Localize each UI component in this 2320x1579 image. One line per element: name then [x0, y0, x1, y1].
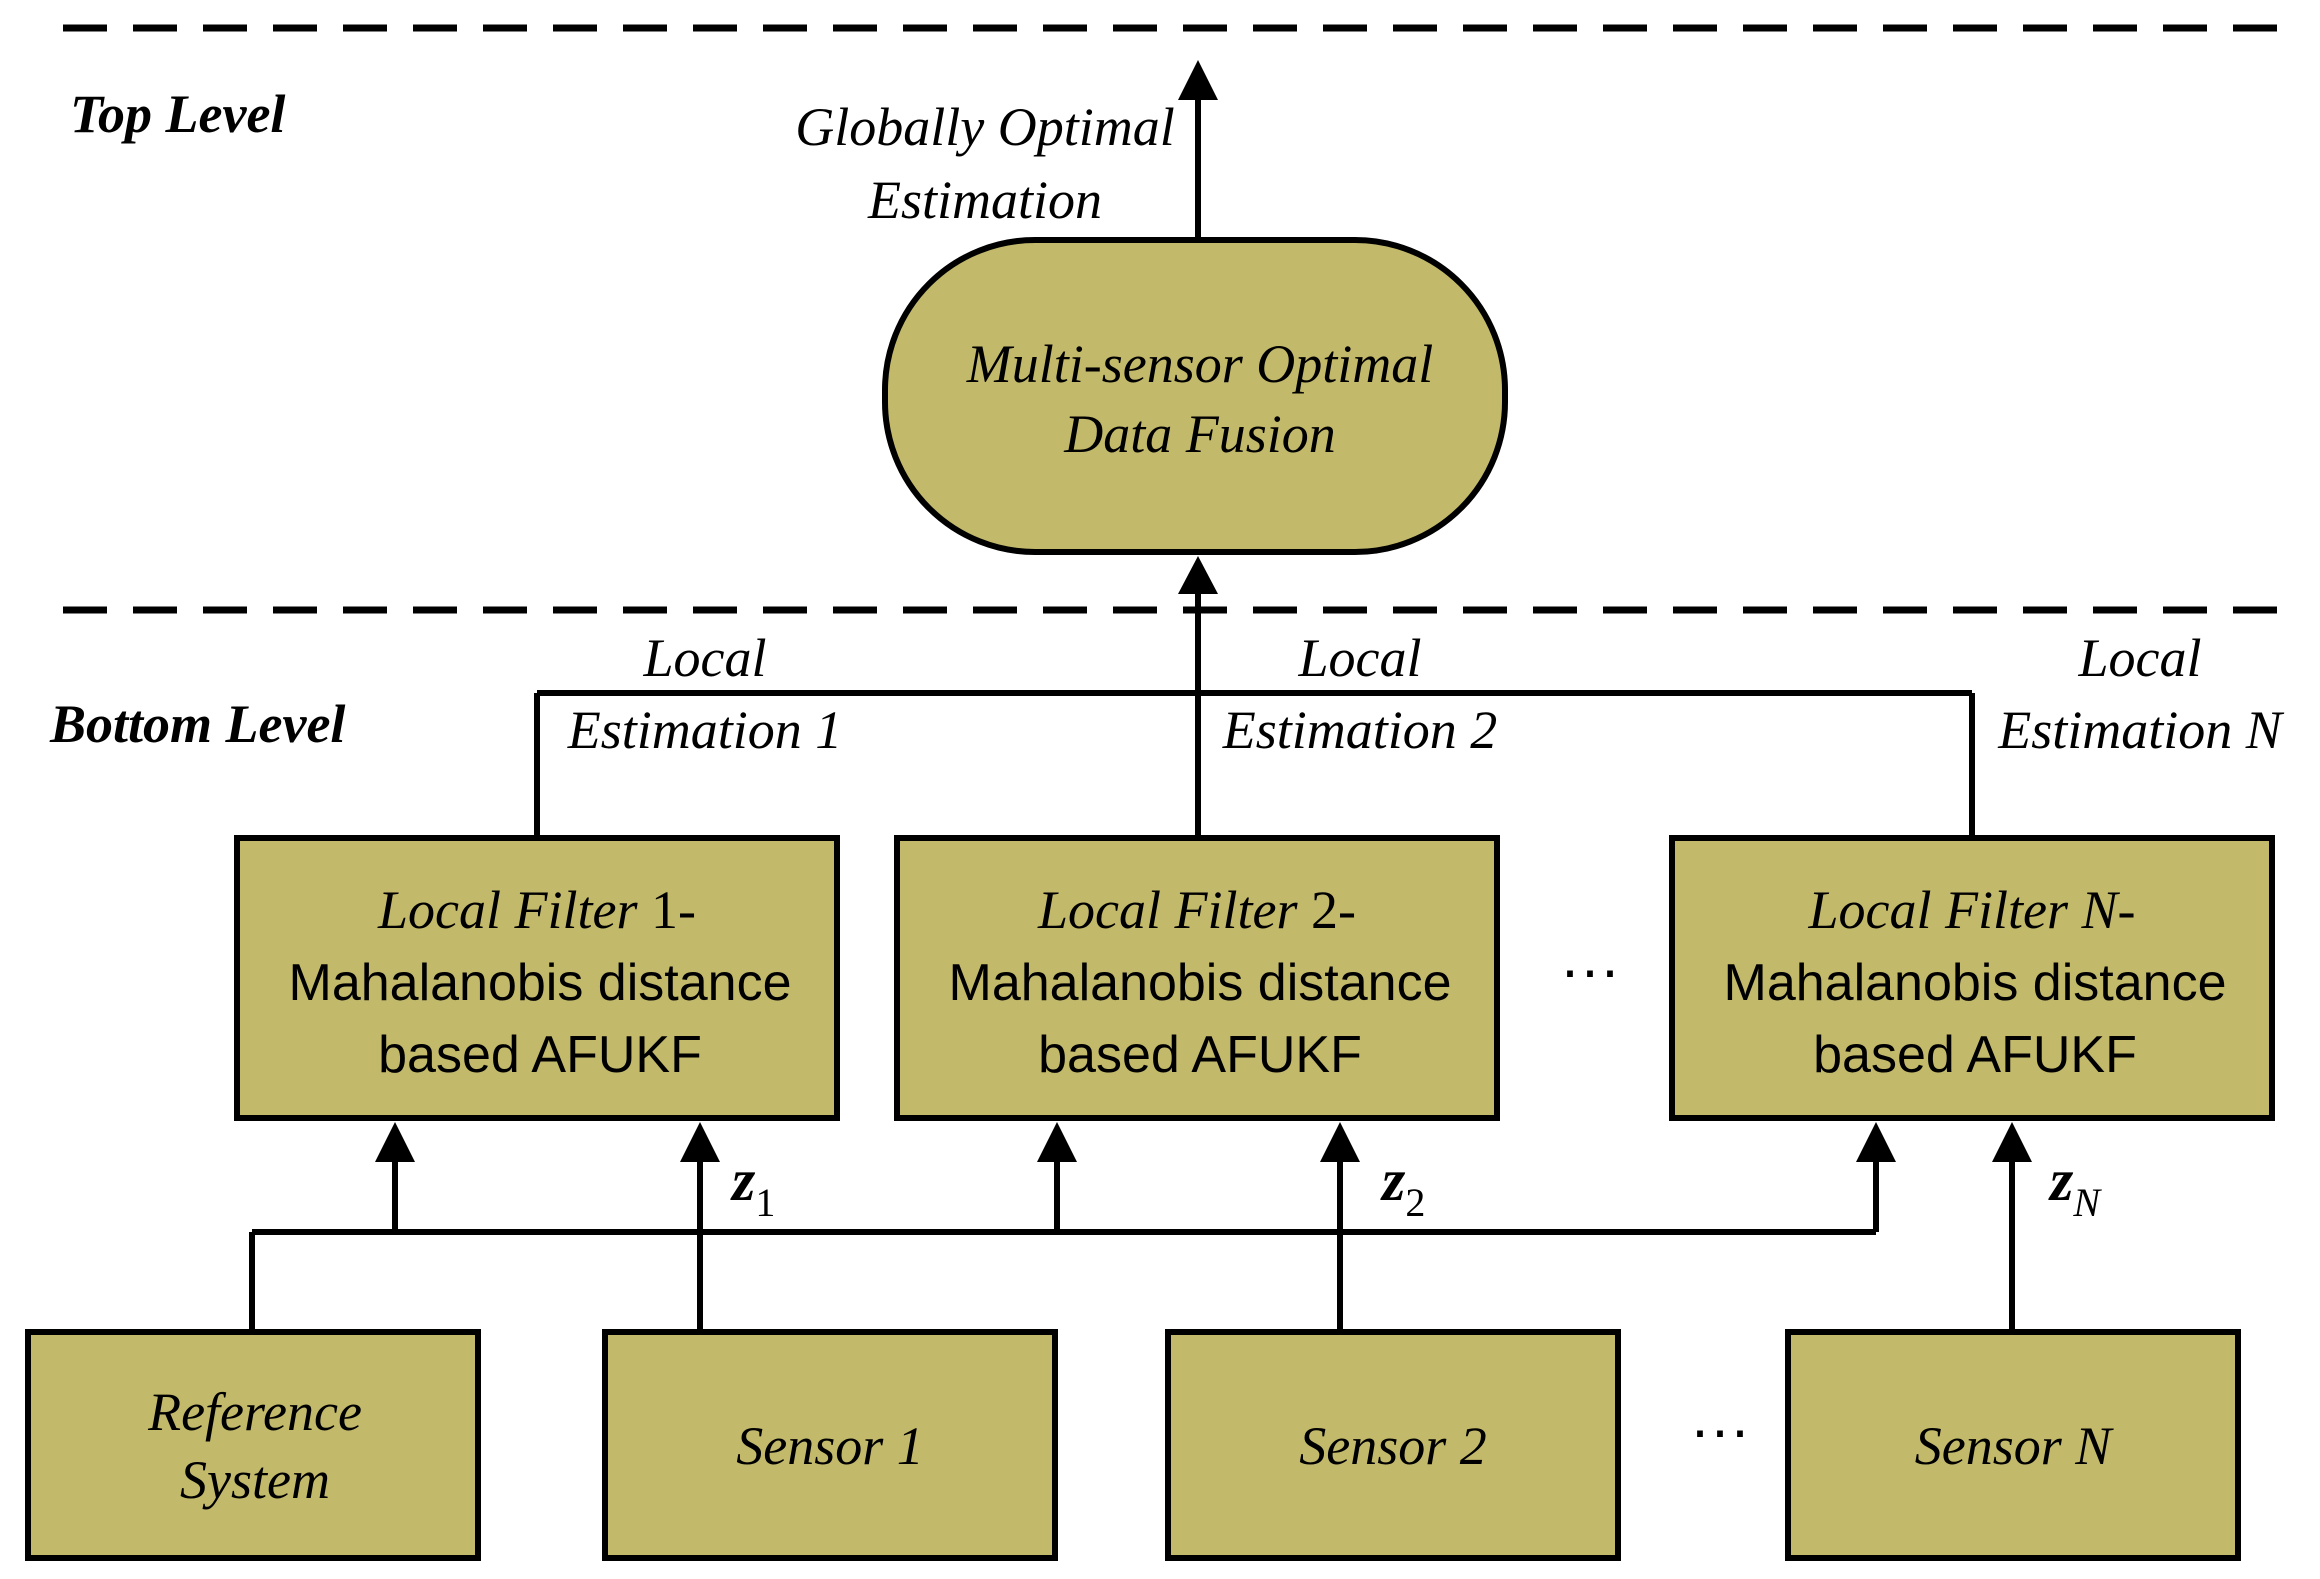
- local-filter-1-line2: Mahalanobis distance: [289, 954, 792, 1012]
- local-filter-2-box: [894, 835, 1500, 1121]
- sensor-2-box: [1165, 1329, 1621, 1561]
- ref-to-filter2-arrowhead: [1037, 1122, 1077, 1162]
- sensor1-measurement-arrowhead: [680, 1122, 720, 1162]
- sensor-2-label: Sensor 2: [1299, 1416, 1487, 1476]
- local-estimation-N-line2: Estimation N: [1997, 700, 2285, 760]
- sensor-1-label: Sensor 1: [736, 1416, 924, 1476]
- local-filter-1-box: [234, 835, 840, 1121]
- local-filter-1-title: Local Filter 1-: [377, 880, 696, 940]
- sensors-ellipsis: ···: [1690, 1396, 1750, 1463]
- sensor2-measurement-arrowhead: [1320, 1122, 1360, 1162]
- local-filter-N-line3: based AFUKF: [1813, 1026, 2137, 1084]
- local-filter-N: Local Filter N- Mahalanobis distance bas…: [1669, 835, 2275, 1121]
- global-output-label-line1: Globally Optimal: [795, 97, 1174, 157]
- local-filter-N-title: Local Filter N-: [1808, 880, 2136, 940]
- reference-system-line1: Reference: [147, 1382, 362, 1442]
- local-filter-N-box: [1669, 835, 2275, 1121]
- local-filter-N-line2: Mahalanobis distance: [1724, 954, 2227, 1012]
- sensor-N-box: [1785, 1329, 2241, 1561]
- local-estimation-1-line2: Estimation 1: [567, 700, 843, 760]
- local-filter-2-line2: Mahalanobis distance: [949, 954, 1452, 1012]
- fusion-label-line1: Multi-sensor Optimal: [966, 334, 1434, 394]
- ref-to-filterN-arrowhead: [1856, 1122, 1896, 1162]
- local-filter-1: Local Filter 1- Mahalanobis distance bas…: [234, 835, 840, 1121]
- sensor-N-label: Sensor N: [1915, 1416, 2114, 1476]
- fusion-label-line2: Data Fusion: [1063, 404, 1336, 464]
- local-filter-2: Local Filter 2- Mahalanobis distance bas…: [894, 835, 1500, 1121]
- ref-to-filter1-arrowhead: [375, 1122, 415, 1162]
- local-estimation-N-line1: Local: [2077, 628, 2201, 688]
- global-output-arrowhead: [1178, 60, 1218, 100]
- sensor-1-box: [602, 1329, 1058, 1561]
- local-estimation-2-line2: Estimation 2: [1222, 700, 1498, 760]
- measurement-z2-label: z2: [1380, 1147, 1425, 1225]
- measurement-z1-label: z1: [730, 1147, 775, 1225]
- reference-system-box: [25, 1329, 481, 1561]
- local-filter-2-title: Local Filter 2-: [1037, 880, 1356, 940]
- local-estimation-2-line1: Local: [1297, 628, 1421, 688]
- bottom-level-label: Bottom Level: [49, 694, 345, 754]
- global-output-label-line2: Estimation: [867, 170, 1102, 230]
- local-filter-1-line3: based AFUKF: [378, 1026, 702, 1084]
- measurement-zN-label: zN: [2048, 1147, 2102, 1225]
- filters-ellipsis: ···: [1560, 936, 1620, 1003]
- reference-system-line2: System: [180, 1450, 330, 1510]
- sensor-1: Sensor 1: [602, 1329, 1058, 1561]
- fusion-input-arrowhead: [1178, 556, 1218, 594]
- sensor-N: Sensor N: [1785, 1329, 2241, 1561]
- fusion-node: [882, 237, 1508, 555]
- local-filter-2-line3: based AFUKF: [1038, 1026, 1362, 1084]
- sensor-2: Sensor 2: [1165, 1329, 1621, 1561]
- local-estimation-1-line1: Local: [642, 628, 766, 688]
- sensorN-measurement-arrowhead: [1992, 1122, 2032, 1162]
- reference-system: Reference System: [25, 1329, 481, 1561]
- top-level-label: Top Level: [70, 84, 285, 144]
